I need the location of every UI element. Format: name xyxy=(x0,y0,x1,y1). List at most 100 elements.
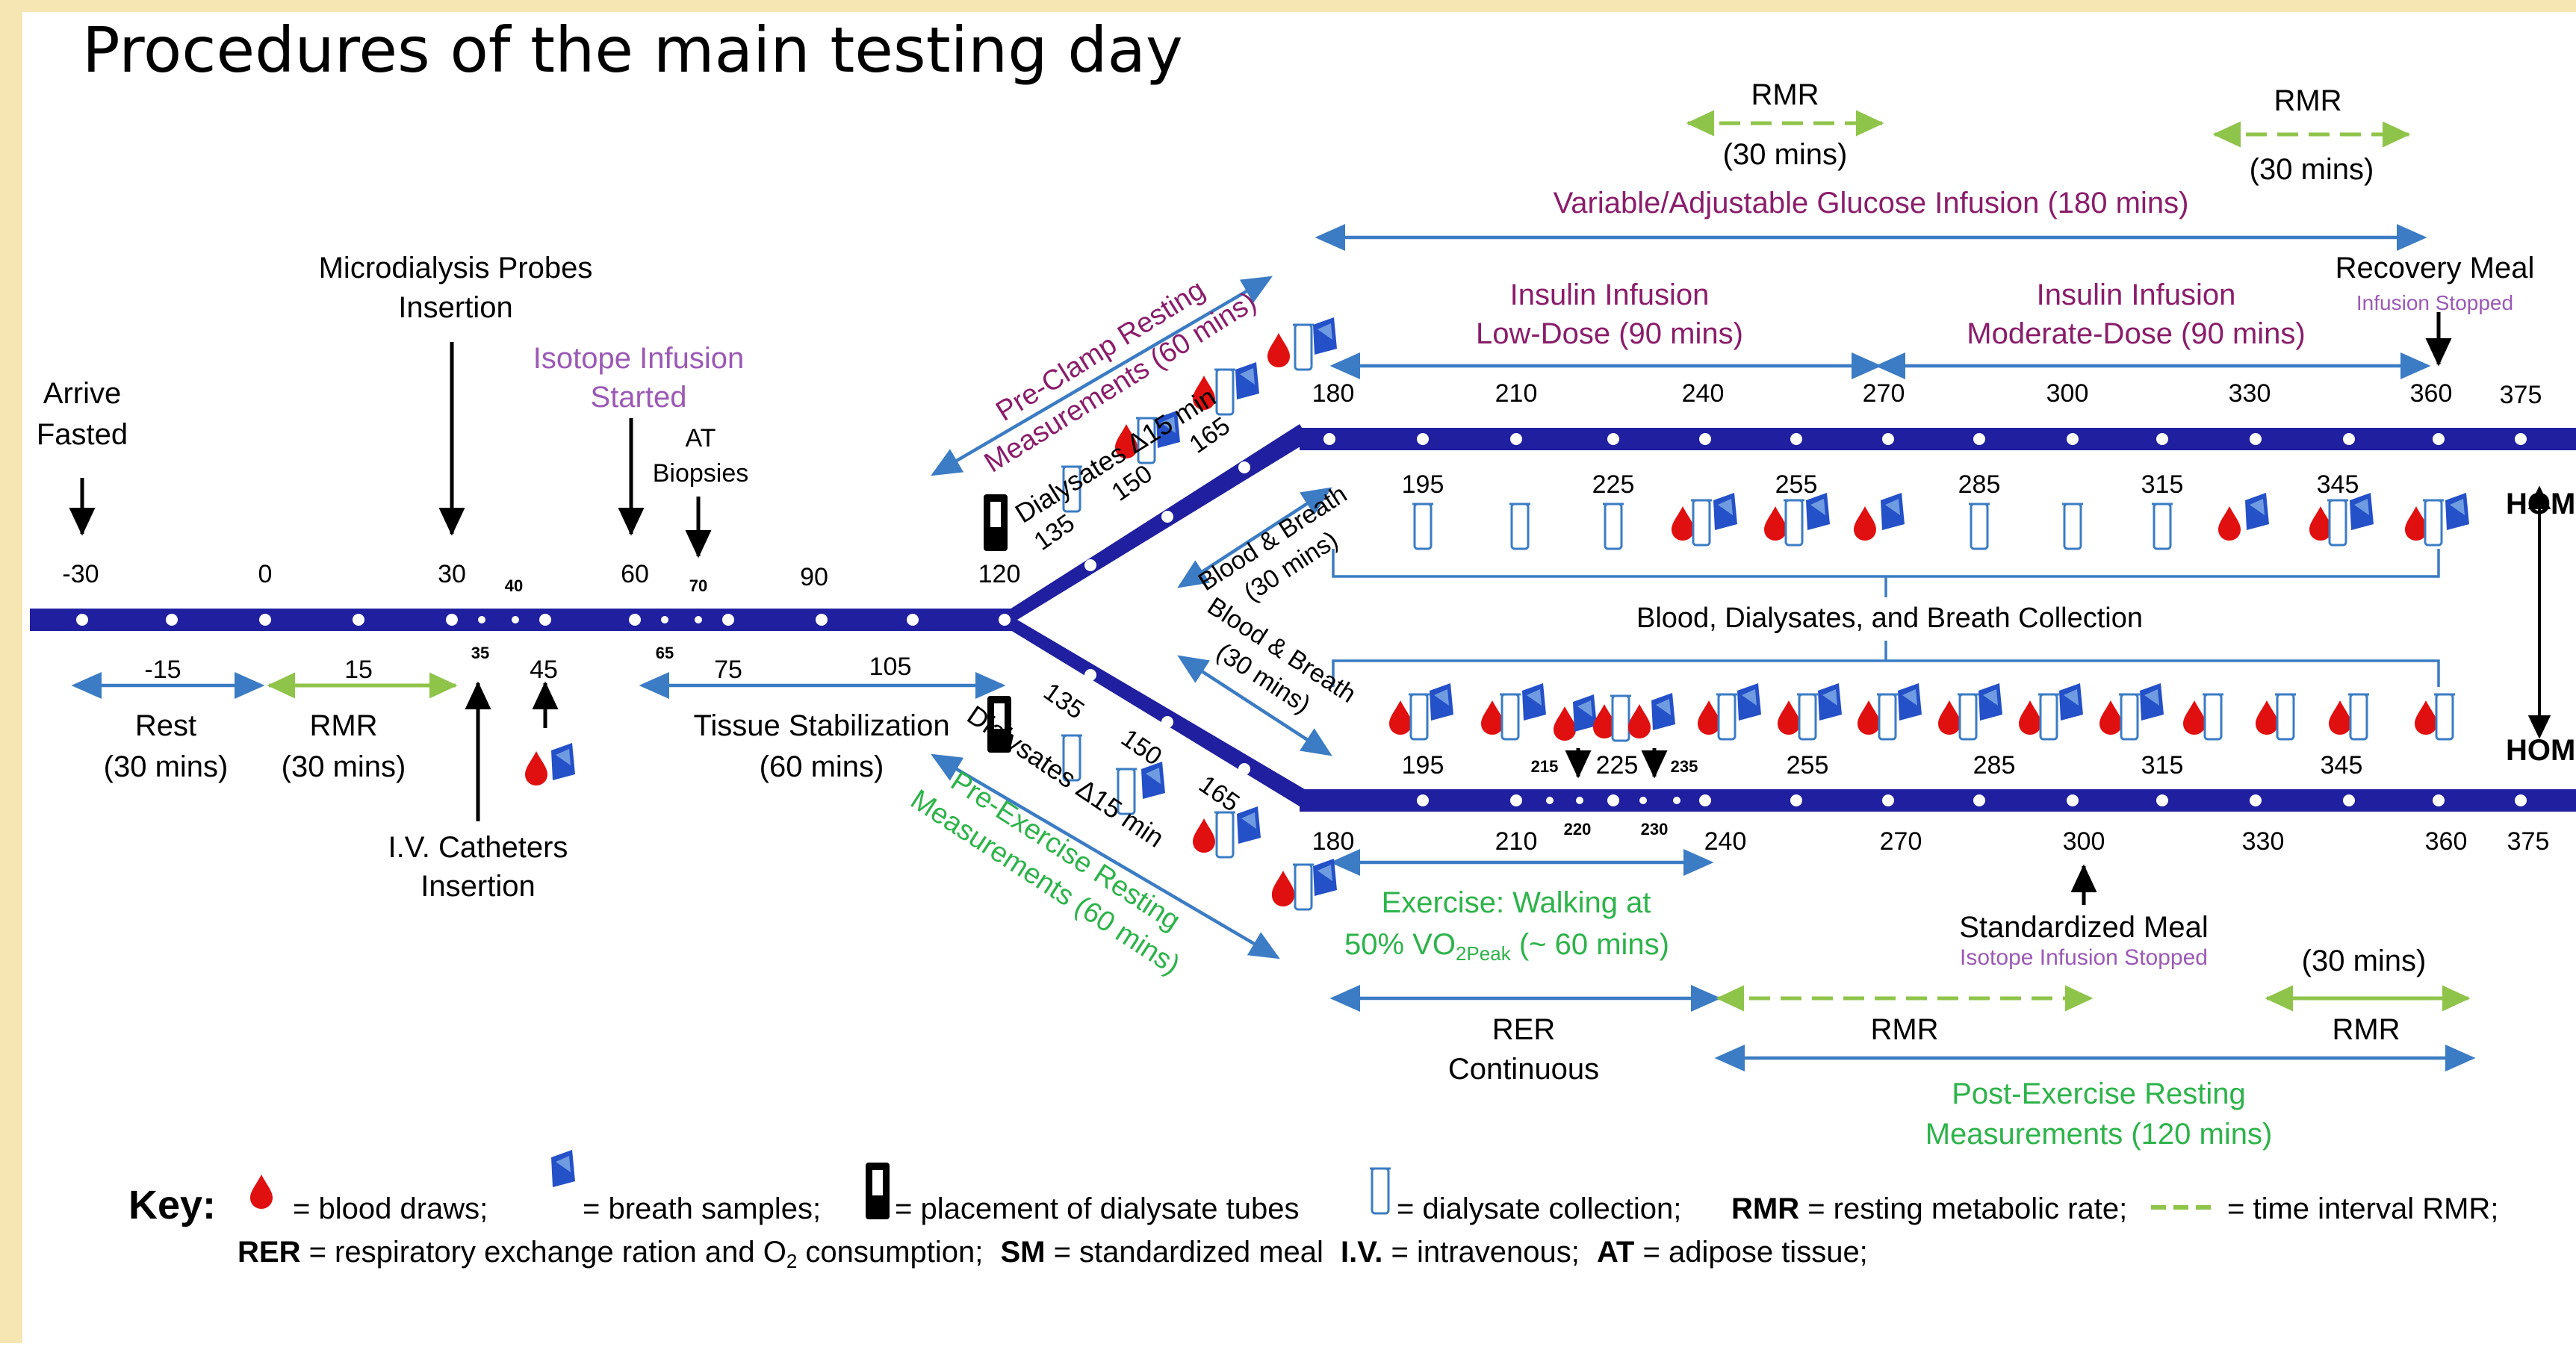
tick-label: 315 xyxy=(2141,470,2184,499)
tick-label: 285 xyxy=(1958,470,2001,499)
lower-timeline xyxy=(1300,789,2576,812)
tick-label: 195 xyxy=(1402,751,1444,780)
biopsy-label: AT xyxy=(686,424,716,452)
tick-label: 330 xyxy=(2229,379,2271,408)
legend-key: Key: = blood draws; = breath samples; = … xyxy=(128,1150,2498,1272)
dialysate-placement-icon xyxy=(984,494,1008,551)
rmr-duration: (30 mins) xyxy=(2250,153,2374,186)
rmr-label: RMR xyxy=(2274,84,2341,117)
home-arrow xyxy=(2527,485,2551,739)
event-arrows xyxy=(69,312,2452,905)
tick-label: 255 xyxy=(1787,751,1829,780)
tick-label: 75 xyxy=(714,656,742,684)
insulin-low-label: Insulin Infusion xyxy=(1510,279,1710,311)
key-title: Key: xyxy=(128,1183,216,1228)
rmr-label: RMR xyxy=(309,709,377,742)
iv-label: I.V. Catheters xyxy=(388,831,568,864)
postexercise-label: Measurements (120 mins) xyxy=(1925,1118,2273,1151)
tick-label: 285 xyxy=(1973,751,2016,780)
tick-labels: -30 0 30 60 90 120 40 70 -15 15 45 75 10… xyxy=(62,379,2549,856)
iv-label: Insertion xyxy=(420,870,535,903)
tick-label: 345 xyxy=(2317,470,2359,499)
tick-label: 180 xyxy=(1312,827,1355,856)
tick-label: -15 xyxy=(144,656,181,684)
tick-label: 0 xyxy=(258,560,273,588)
insulin-low-dose: Low-Dose (90 mins) xyxy=(1476,317,1743,350)
rmr-label: RMR xyxy=(1751,78,1819,111)
tick-label: 270 xyxy=(1863,379,1905,408)
tick-label: 60 xyxy=(621,560,649,588)
exercise-intensity: 50% VO2Peak (~ 60 mins) xyxy=(1344,928,1669,965)
arrive-label: Arrive xyxy=(43,377,121,410)
tick-label: 70 xyxy=(689,576,707,595)
infusion-stopped-label: Infusion Stopped xyxy=(2356,291,2513,314)
tick-label: 105 xyxy=(869,653,912,681)
isotope-label: Started xyxy=(591,381,687,414)
postexercise-label: Post-Exercise Resting xyxy=(1952,1077,2245,1110)
tick-label: 65 xyxy=(656,644,674,662)
tick-label: 45 xyxy=(530,656,558,684)
page-title: Procedures of the main testing day xyxy=(82,13,1183,87)
rmr-duration: (30 mins) xyxy=(282,750,406,783)
insulin-moderate-dose: Moderate-Dose (90 mins) xyxy=(1967,317,2306,350)
tick-label: 375 xyxy=(2500,381,2542,409)
tick-label: 220 xyxy=(1564,820,1592,839)
tick-label: 230 xyxy=(1641,820,1669,839)
tick-label: 225 xyxy=(1592,470,1635,499)
glucose-infusion-label: Variable/Adjustable Glucose Infusion (18… xyxy=(1554,187,2189,220)
isotope-stopped-label: Isotope Infusion Stopped xyxy=(1960,945,2208,970)
collection-bracket xyxy=(1332,549,2440,687)
microdialysis-label: Microdialysis Probes xyxy=(319,252,593,284)
range-arrows xyxy=(71,224,2476,1071)
rest-duration: (30 mins) xyxy=(104,750,229,783)
tick-label: 35 xyxy=(471,644,489,662)
tick-label: 195 xyxy=(1402,470,1444,499)
tick-label: 180 xyxy=(1312,379,1355,408)
microdialysis-label: Insertion xyxy=(398,291,512,324)
tick-label: 225 xyxy=(1596,751,1639,780)
tick-label: 270 xyxy=(1880,827,1922,856)
tick-label: 315 xyxy=(2141,751,2184,780)
tick-label: 240 xyxy=(1704,827,1747,856)
dialysate-placement-icon xyxy=(866,1163,890,1219)
rer-continuous: Continuous xyxy=(1448,1053,1599,1086)
tick-label: 375 xyxy=(2507,827,2550,856)
tick-label: 90 xyxy=(800,563,828,591)
key-placement: = placement of dialysate tubes xyxy=(895,1192,1299,1225)
tick-label: 210 xyxy=(1495,379,1538,408)
rest-label: Rest xyxy=(135,709,196,742)
tick-label: 120 xyxy=(978,560,1021,588)
tick-label: 240 xyxy=(1682,379,1725,408)
tick-label: 300 xyxy=(2063,827,2105,856)
rmr-duration: (30 mins) xyxy=(1723,138,1848,171)
tick-label: 40 xyxy=(505,576,523,595)
tick-label: 15 xyxy=(344,656,373,684)
rer-label: RER xyxy=(1492,1013,1555,1046)
tissue-label: Tissue Stabilization xyxy=(693,709,949,742)
standardized-meal-label: Standardized Meal xyxy=(1959,911,2209,944)
tissue-duration: (60 mins) xyxy=(760,750,884,783)
key-rer: RER = respiratory exchange ration and O2… xyxy=(238,1236,1868,1272)
key-rmr: RMR = resting metabolic rate; xyxy=(1731,1192,2127,1225)
tick-label: 235 xyxy=(1671,757,1698,776)
key-collection: = dialysate collection; xyxy=(1397,1192,1681,1225)
rmr-dashed-arrows xyxy=(267,110,2471,1012)
tick-label: 210 xyxy=(1495,827,1538,856)
tick-label: 255 xyxy=(1775,470,1818,499)
key-blood: = blood draws; xyxy=(293,1192,488,1225)
rmr-label: RMR xyxy=(2332,1013,2400,1046)
tick-label: 30 xyxy=(438,560,466,588)
tick-label: 215 xyxy=(1531,757,1559,776)
tick-label: 300 xyxy=(2046,379,2089,408)
upper-timeline xyxy=(1300,428,2576,450)
recovery-meal-label: Recovery Meal xyxy=(2336,252,2535,284)
rmr-duration: (30 mins) xyxy=(2302,945,2427,977)
tick-label: 360 xyxy=(2425,827,2468,856)
tick-label: 360 xyxy=(2410,379,2453,408)
rmr-label: RMR xyxy=(1870,1013,1938,1046)
tick-label: 330 xyxy=(2242,827,2285,856)
